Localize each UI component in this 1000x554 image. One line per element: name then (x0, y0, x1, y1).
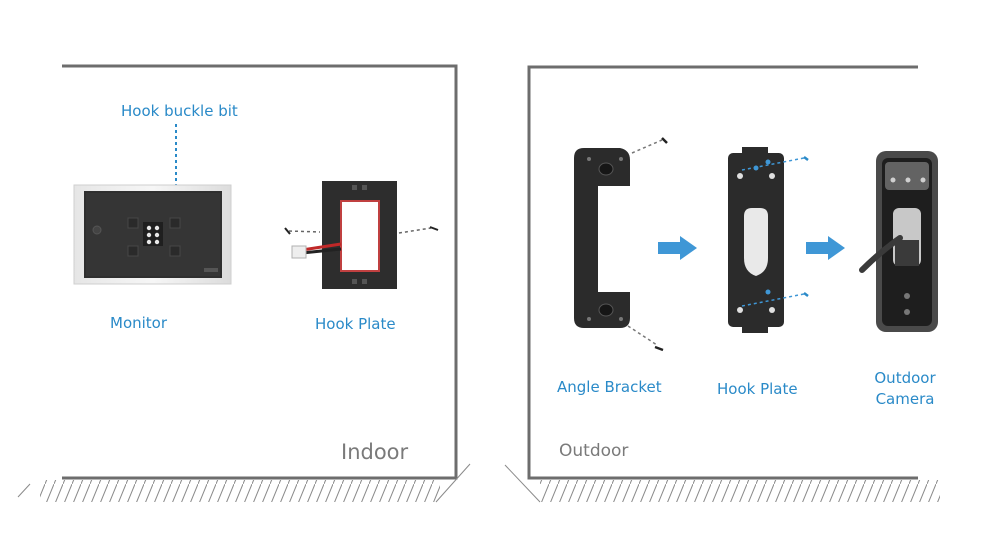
outdoor-hook-plate-image (728, 147, 809, 333)
monitor-image (73, 184, 232, 285)
angle-bracket-label: Angle Bracket (557, 378, 662, 396)
indoor-panel (17, 64, 471, 503)
indoor-hook-plate-image (284, 181, 439, 289)
outdoor-frame (527, 65, 918, 480)
angle-bracket-image (574, 137, 668, 352)
outdoor-panel (504, 65, 940, 503)
outdoor-camera-label: Outdoor Camera (860, 368, 950, 410)
indoor-ground-hatch (40, 480, 440, 502)
hook-buckle-bit-label: Hook buckle bit (121, 102, 238, 120)
indoor-hook-plate-label: Hook Plate (315, 315, 396, 333)
arrow-2 (806, 236, 845, 260)
arrow-1 (658, 236, 697, 260)
indoor-title: Indoor (341, 440, 409, 464)
outdoor-hook-plate-label: Hook Plate (717, 380, 798, 398)
outdoor-title: Outdoor (559, 441, 629, 461)
outdoor-camera-label-line2: Camera (875, 390, 935, 408)
outdoor-ground-slash-left (504, 464, 541, 503)
outdoor-camera-label-line1: Outdoor (874, 369, 936, 387)
outdoor-ground-hatch (540, 480, 940, 502)
indoor-ground-slash-left (17, 483, 31, 498)
outdoor-camera-image (859, 151, 938, 332)
monitor-label: Monitor (110, 314, 168, 332)
indoor-frame (62, 64, 458, 480)
indoor-ground-slash-right (435, 463, 471, 503)
